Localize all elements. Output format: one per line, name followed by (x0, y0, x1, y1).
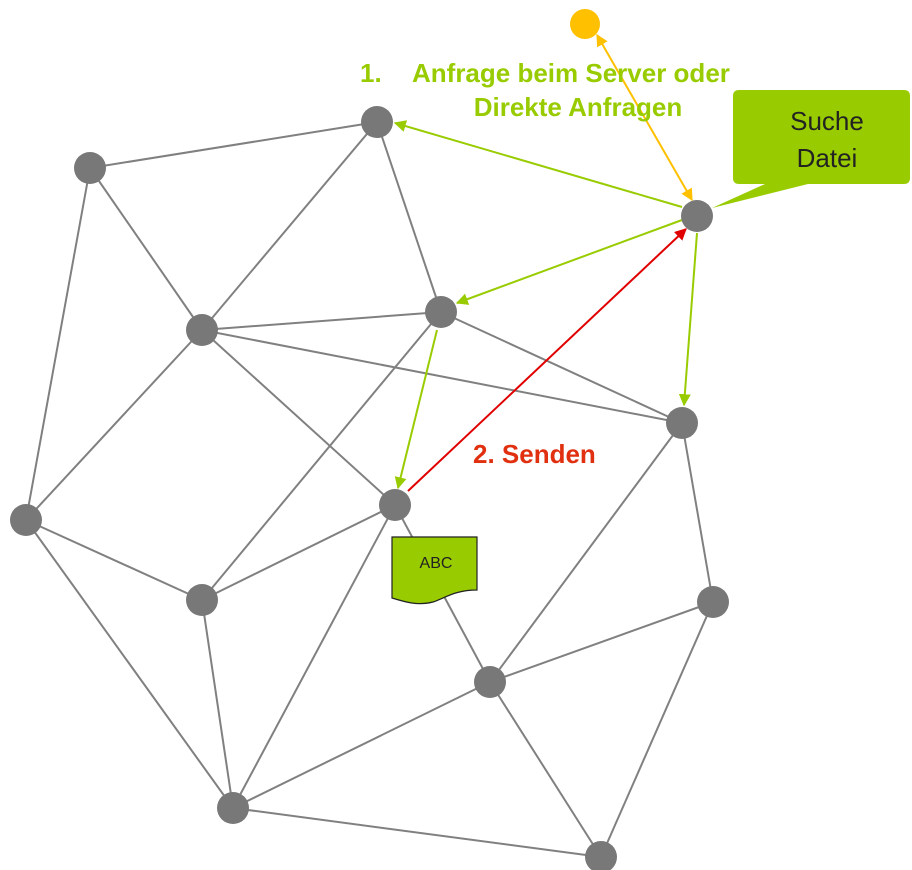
edge (201, 121, 378, 331)
edge (201, 329, 396, 506)
server-node (570, 9, 600, 39)
edge (681, 422, 714, 603)
edge (376, 121, 442, 313)
step1-number: 1. (360, 58, 382, 88)
peer-node (474, 666, 506, 698)
network-edges (25, 121, 714, 858)
edge (232, 681, 491, 809)
edge (25, 519, 203, 601)
edge (201, 329, 683, 424)
edge (89, 121, 378, 169)
edge (25, 167, 91, 521)
network-nodes (10, 9, 729, 870)
search-file-callout: Suche Datei (712, 90, 910, 208)
edge (201, 311, 442, 331)
callout-line2: Datei (797, 143, 858, 173)
edge (232, 807, 602, 858)
document-icon (391, 536, 478, 605)
step1-line1: Anfrage beim Server oder (412, 58, 730, 88)
edge (201, 311, 442, 601)
peer-node (585, 841, 617, 870)
peer-node (74, 152, 106, 184)
edge (25, 519, 234, 809)
step1-line2: Direkte Anfragen (474, 92, 683, 122)
edge (201, 504, 396, 601)
peer-node (217, 792, 249, 824)
document-label: ABC (420, 555, 453, 572)
peer-node (666, 407, 698, 439)
server-link-arrow (596, 33, 693, 202)
edge (232, 504, 396, 809)
callout-bubble (712, 90, 910, 208)
step2-label: 2. Senden (473, 439, 596, 469)
searching-peer-node (681, 200, 713, 232)
peer-node (697, 586, 729, 618)
peer-node (361, 106, 393, 138)
edge (600, 601, 714, 858)
file-owner-peer-node (379, 489, 411, 521)
request-arrow (393, 120, 683, 208)
edge (89, 167, 203, 331)
request-arrow (678, 232, 698, 407)
send-arrow (407, 228, 687, 492)
edge (489, 422, 683, 683)
edge (489, 601, 714, 683)
peer-node (10, 504, 42, 536)
request-arrow (394, 329, 438, 490)
edge (489, 681, 602, 858)
step1-annotation: 1. Anfrage beim Server oder Direkte Anfr… (360, 58, 730, 122)
callout-line1: Suche (790, 106, 864, 136)
peer-node (186, 584, 218, 616)
peer-node (425, 296, 457, 328)
edge (201, 599, 234, 809)
edge (25, 329, 203, 521)
document: ABC (391, 536, 478, 605)
request-arrow (455, 219, 683, 305)
edge (440, 311, 683, 424)
peer-node (186, 314, 218, 346)
